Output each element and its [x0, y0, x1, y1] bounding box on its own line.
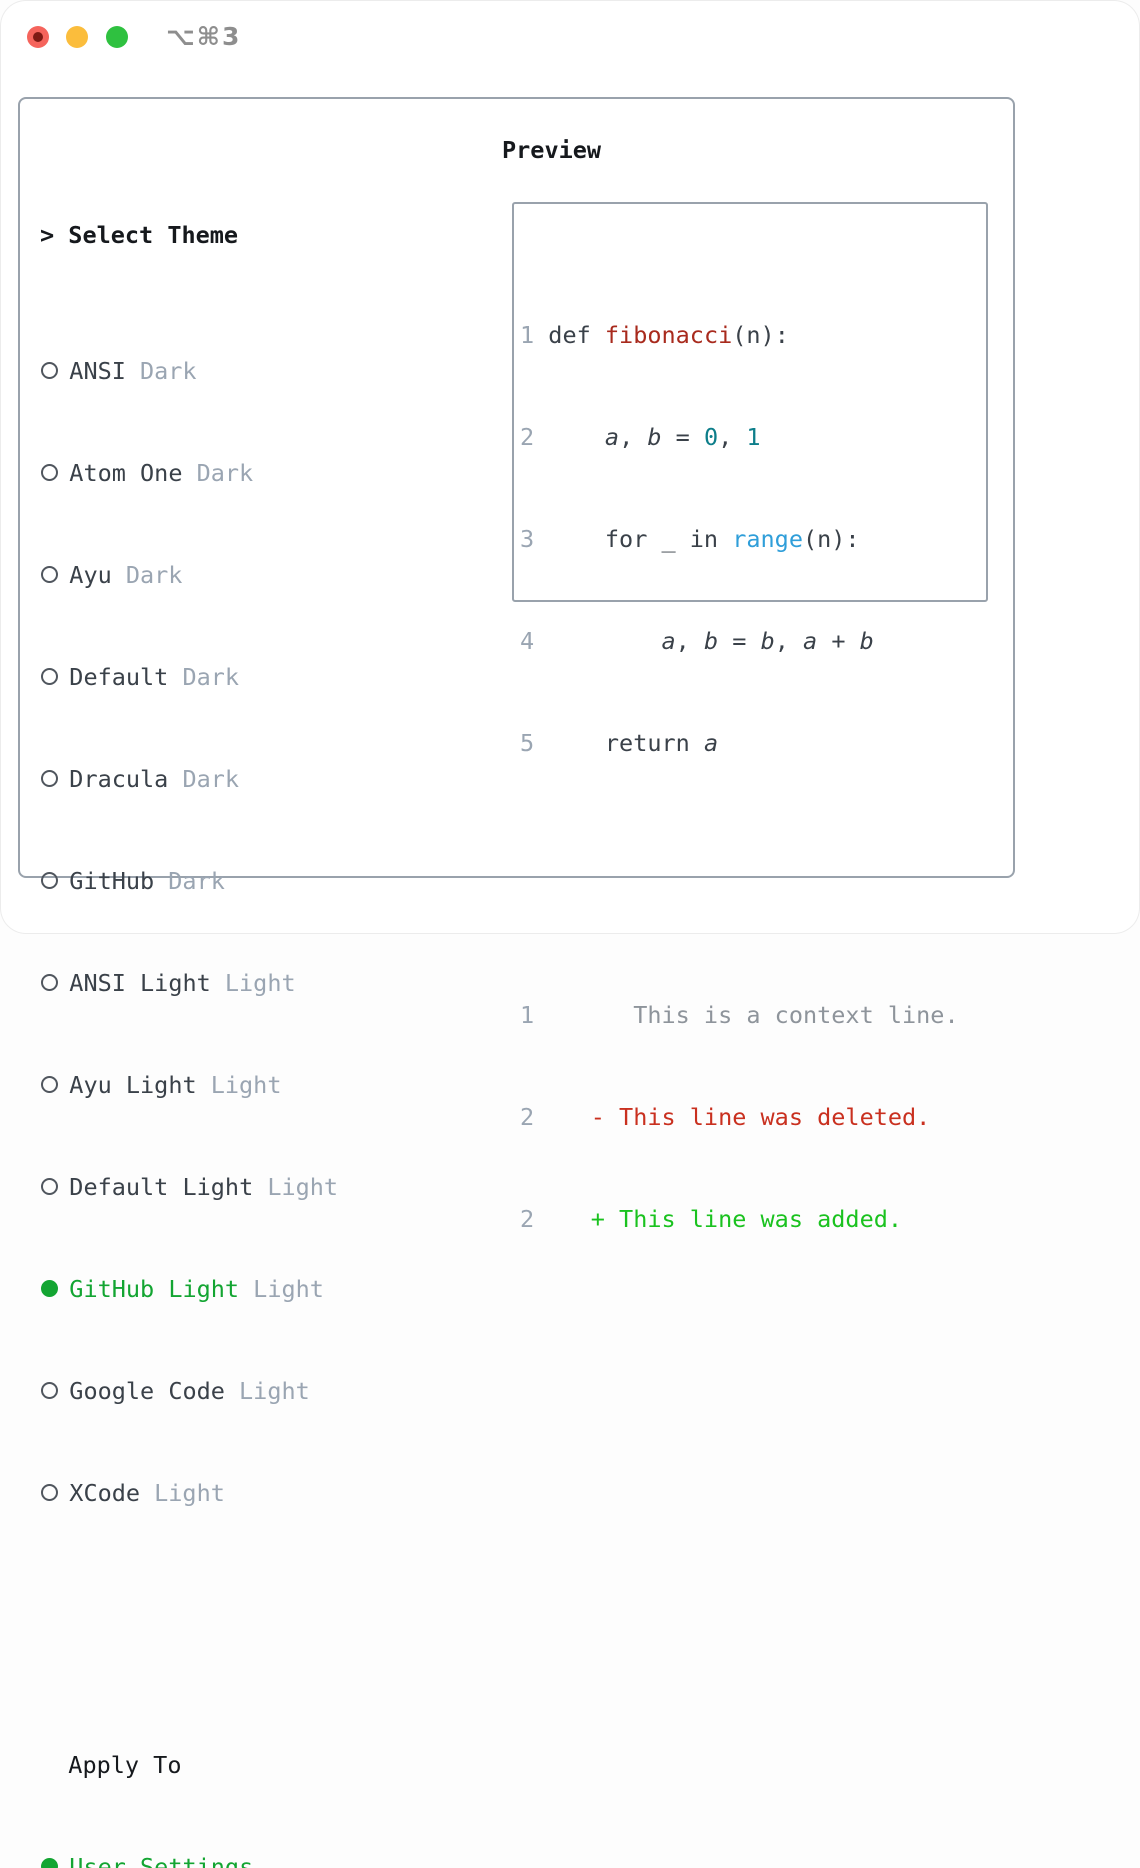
theme-name: Default Light — [69, 1173, 254, 1201]
code-line: 3 for _ in range(n): — [520, 525, 860, 553]
theme-variant: Light — [224, 969, 296, 997]
theme-name: GitHub Light — [69, 1275, 240, 1303]
radio-icon — [41, 1484, 58, 1501]
line-number: 1 — [520, 1001, 535, 1029]
heading-text: Select Theme — [68, 221, 239, 249]
code-line: 4 a, b = b, a + b — [520, 627, 874, 655]
line-number: 2 — [520, 1205, 535, 1233]
apply-to-heading: Apply To — [40, 1748, 436, 1782]
function-name-token: fibonacci — [604, 321, 733, 349]
line-number: 4 — [520, 627, 535, 655]
theme-name: XCode — [69, 1479, 141, 1507]
line-number: 2 — [520, 423, 535, 451]
select-theme-heading: > Select Theme — [40, 218, 436, 252]
line-number: 5 — [520, 729, 535, 757]
window-title-shortcut: ⌥⌘3 — [166, 22, 242, 51]
preview-box: 1 def fibonacci(n): 2 a, b = 0, 1 3 for … — [512, 202, 988, 1233]
theme-name: GitHub — [69, 867, 155, 895]
radio-icon — [41, 566, 58, 583]
line-number: 2 — [520, 1103, 535, 1131]
minimize-button[interactable] — [66, 26, 88, 48]
theme-variant: Dark — [196, 459, 254, 487]
radio-selected-icon — [41, 1858, 58, 1868]
theme-option-github-light[interactable]: GitHub Light Light — [40, 1272, 436, 1306]
theme-variant: Light — [154, 1479, 225, 1507]
theme-name: ANSI Light — [69, 969, 211, 997]
code-line: 5 return a — [520, 729, 719, 757]
cursor-caret-icon: > — [40, 221, 55, 249]
theme-variant: Dark — [168, 867, 225, 895]
radio-selected-icon — [41, 1280, 58, 1297]
blank-line — [520, 862, 959, 896]
theme-variant: Dark — [139, 357, 197, 385]
radio-icon — [41, 362, 58, 379]
theme-option-atom-one-dark[interactable]: Atom One Dark — [40, 456, 436, 490]
theme-name: Atom One — [69, 459, 183, 487]
radio-icon — [41, 770, 58, 787]
apply-to-heading-text: Apply To — [68, 1751, 182, 1779]
theme-option-default-light[interactable]: Default Light Light — [40, 1170, 436, 1204]
theme-name: Google Code — [69, 1377, 225, 1405]
builtin-token: range — [732, 525, 803, 553]
theme-variant: Light — [253, 1275, 324, 1303]
preview-heading: Preview — [502, 136, 602, 164]
theme-option-default-dark[interactable]: Default Dark — [40, 660, 436, 694]
theme-option-ayu-light[interactable]: Ayu Light Light — [40, 1068, 436, 1102]
line-number: 3 — [520, 525, 535, 553]
theme-name: Ayu Light — [69, 1071, 197, 1099]
theme-option-ansi-dark[interactable]: ANSI Dark — [40, 354, 436, 388]
radio-icon — [41, 668, 58, 685]
radio-icon — [41, 872, 58, 889]
radio-icon — [41, 1382, 58, 1399]
theme-name: Default — [69, 663, 169, 691]
code-line: 2 a, b = 0, 1 — [520, 423, 761, 451]
theme-variant: Light — [267, 1173, 339, 1201]
theme-option-github-dark[interactable]: GitHub Dark — [40, 864, 436, 898]
theme-option-xcode-light[interactable]: XCode Light — [40, 1476, 436, 1510]
zoom-button[interactable] — [106, 26, 128, 48]
theme-option-google-code-light[interactable]: Google Code Light — [40, 1374, 436, 1408]
theme-variant: Dark — [125, 561, 183, 589]
diff-added-line: 2 + This line was added. — [520, 1205, 903, 1233]
theme-name: Dracula — [69, 765, 169, 793]
code-line: 1 def fibonacci(n): — [520, 321, 789, 349]
radio-icon — [41, 1178, 58, 1195]
number-token: 1 — [746, 423, 761, 451]
line-number: 1 — [520, 321, 535, 349]
theme-variant: Light — [239, 1377, 310, 1405]
theme-name: Ayu — [69, 561, 112, 589]
diff-deleted-line: 2 - This line was deleted. — [520, 1103, 931, 1131]
apply-to-label: User Settings — [69, 1853, 254, 1868]
number-token: 0 — [703, 423, 719, 451]
theme-variant: Dark — [182, 663, 240, 691]
radio-icon — [41, 974, 58, 991]
theme-variant: Dark — [182, 765, 240, 793]
theme-name: ANSI — [69, 357, 126, 385]
theme-option-ansi-light[interactable]: ANSI Light Light — [40, 966, 436, 1000]
theme-option-dracula-dark[interactable]: Dracula Dark — [40, 762, 436, 796]
close-button[interactable] — [27, 26, 49, 48]
code-preview: 1 def fibonacci(n): 2 a, b = 0, 1 3 for … — [520, 250, 959, 1304]
diff-context-line: 1 This is a context line. — [520, 1001, 959, 1029]
apply-to-option-user-settings[interactable]: User Settings — [40, 1850, 436, 1868]
radio-icon — [41, 464, 58, 481]
theme-variant: Light — [210, 1071, 282, 1099]
radio-icon — [41, 1076, 58, 1093]
theme-option-ayu-dark[interactable]: Ayu Dark — [40, 558, 436, 592]
